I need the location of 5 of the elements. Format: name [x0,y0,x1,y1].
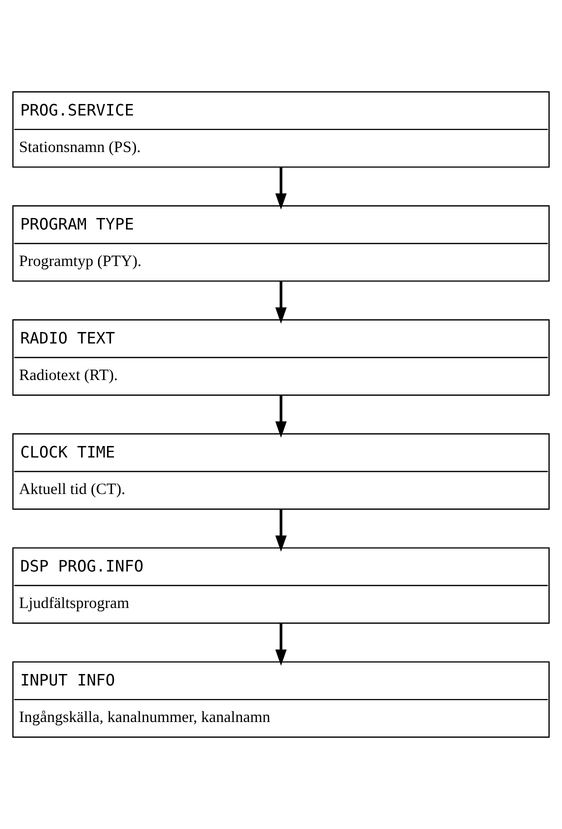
arrow [275,167,287,210]
arrow [275,509,287,552]
arrow [275,623,287,666]
arrow [275,281,287,324]
arrow [275,395,287,438]
